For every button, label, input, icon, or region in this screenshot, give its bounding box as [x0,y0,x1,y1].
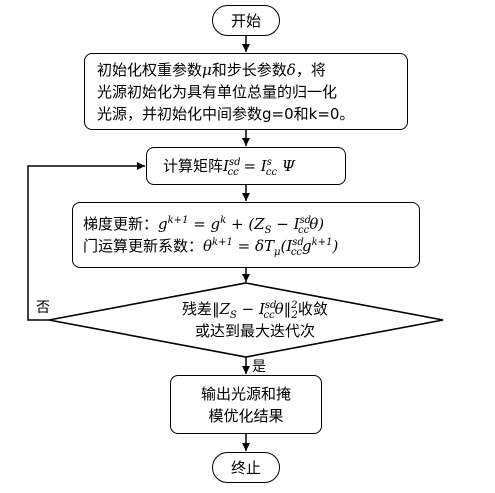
output-box: 输出光源和掩 模优化结果 [170,375,322,434]
no-label: 否 [36,300,50,316]
output-line-2: 模优化结果 [208,406,284,425]
init-line-3: 光源，并初始化中间参数g=0和k=0。 [97,104,355,123]
decision-line-1: 残差‖ZS − Isdccθ‖22收敛 [182,300,328,321]
init-line-1: 初始化权重参数μ和步长参数δ，将 [97,60,326,79]
start-label: 开始 [230,11,261,30]
decision-text: 残差‖ZS − Isdccθ‖22收敛 或达到最大迭代次 [150,298,360,342]
compute-matrix-box: 计算矩阵Isdcc = Iscc Ψ [146,147,346,185]
loop-back-line [27,162,145,321]
end-node: 终止 [212,452,280,483]
init-line-2: 光源初始化为具有单位总量的归一化 [97,82,338,101]
output-line-1: 输出光源和掩 [200,384,291,403]
gate-update-line: 门运算更新系数：θk+1 = δTμ(Isdccgk+1) [83,237,339,258]
gate-update-label: 门运算更新系数： [83,237,204,255]
compute-matrix-text: 计算矩阵Isdcc = Iscc Ψ [163,157,296,178]
start-node: 开始 [212,5,280,36]
init-box: 初始化权重参数μ和步长参数δ，将 光源初始化为具有单位总量的归一化 光源，并初始… [84,53,408,130]
yes-label: 是 [252,359,266,375]
compute-matrix-label: 计算矩阵 [163,157,224,175]
gradient-update-line: 梯度更新：gk+1 = gk + (ZS − Isdccθ) [83,215,325,236]
gradient-update-label: 梯度更新： [83,215,159,233]
end-label: 终止 [230,458,261,477]
update-box: 梯度更新：gk+1 = gk + (ZS − Isdccθ) 门运算更新系数：θ… [72,202,420,268]
decision-line-2: 或达到最大迭代次 [194,322,315,340]
